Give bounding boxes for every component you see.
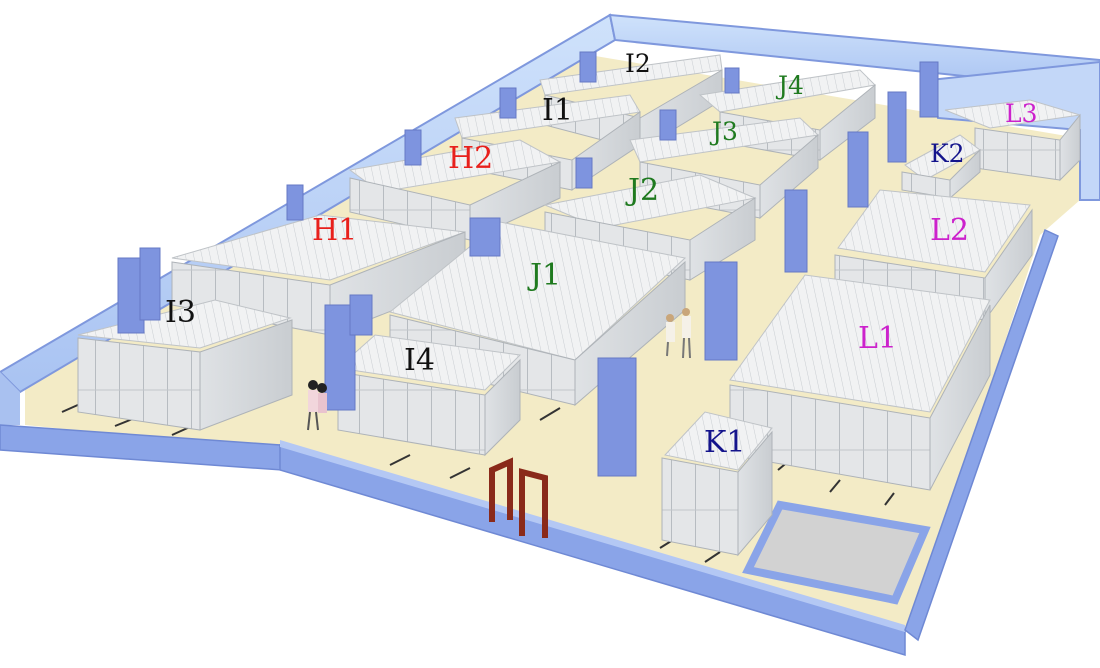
zone-label-l3: L3	[1005, 99, 1038, 128]
zone-label-l1: L1	[858, 321, 897, 356]
zone-label-h1: I3	[165, 295, 196, 330]
zone-label-k2: K2	[930, 139, 965, 168]
zone-label-l2: L2	[930, 213, 969, 248]
zone-label-j3: J3	[709, 117, 738, 146]
people-figures	[307, 308, 691, 431]
back-wall-right	[608, 13, 1100, 92]
zone-label-i2: H2	[448, 141, 493, 176]
right-alcove-wall	[928, 60, 1100, 201]
zone-label-h2: I4	[404, 343, 435, 378]
stair-well	[742, 500, 931, 605]
zone-label-j1: J1	[527, 258, 561, 293]
zone-label-i3: I1	[542, 93, 573, 128]
shelf-block-k1	[661, 411, 773, 557]
front-wall-top-edge	[280, 440, 905, 632]
left-wall	[0, 372, 20, 425]
zone-label-j4: J4	[775, 71, 804, 100]
zone-label-i1: H1	[312, 213, 357, 248]
structural-columns	[117, 51, 939, 477]
shelf-block-h1	[77, 299, 293, 431]
right-wall	[904, 228, 1059, 642]
floor-rails	[61, 403, 895, 563]
shelf-block-l3	[944, 99, 1081, 182]
zone-label-k1: K1	[704, 425, 746, 460]
zone-label-j2: J2	[625, 173, 659, 208]
entrance-door	[489, 457, 548, 538]
shelf-block-k2	[901, 134, 981, 200]
shelf-block-l1	[729, 274, 991, 491]
zone-label-i4: I2	[625, 49, 651, 78]
shelf-block-h2	[336, 334, 522, 457]
shelf-block-i1	[171, 214, 466, 336]
